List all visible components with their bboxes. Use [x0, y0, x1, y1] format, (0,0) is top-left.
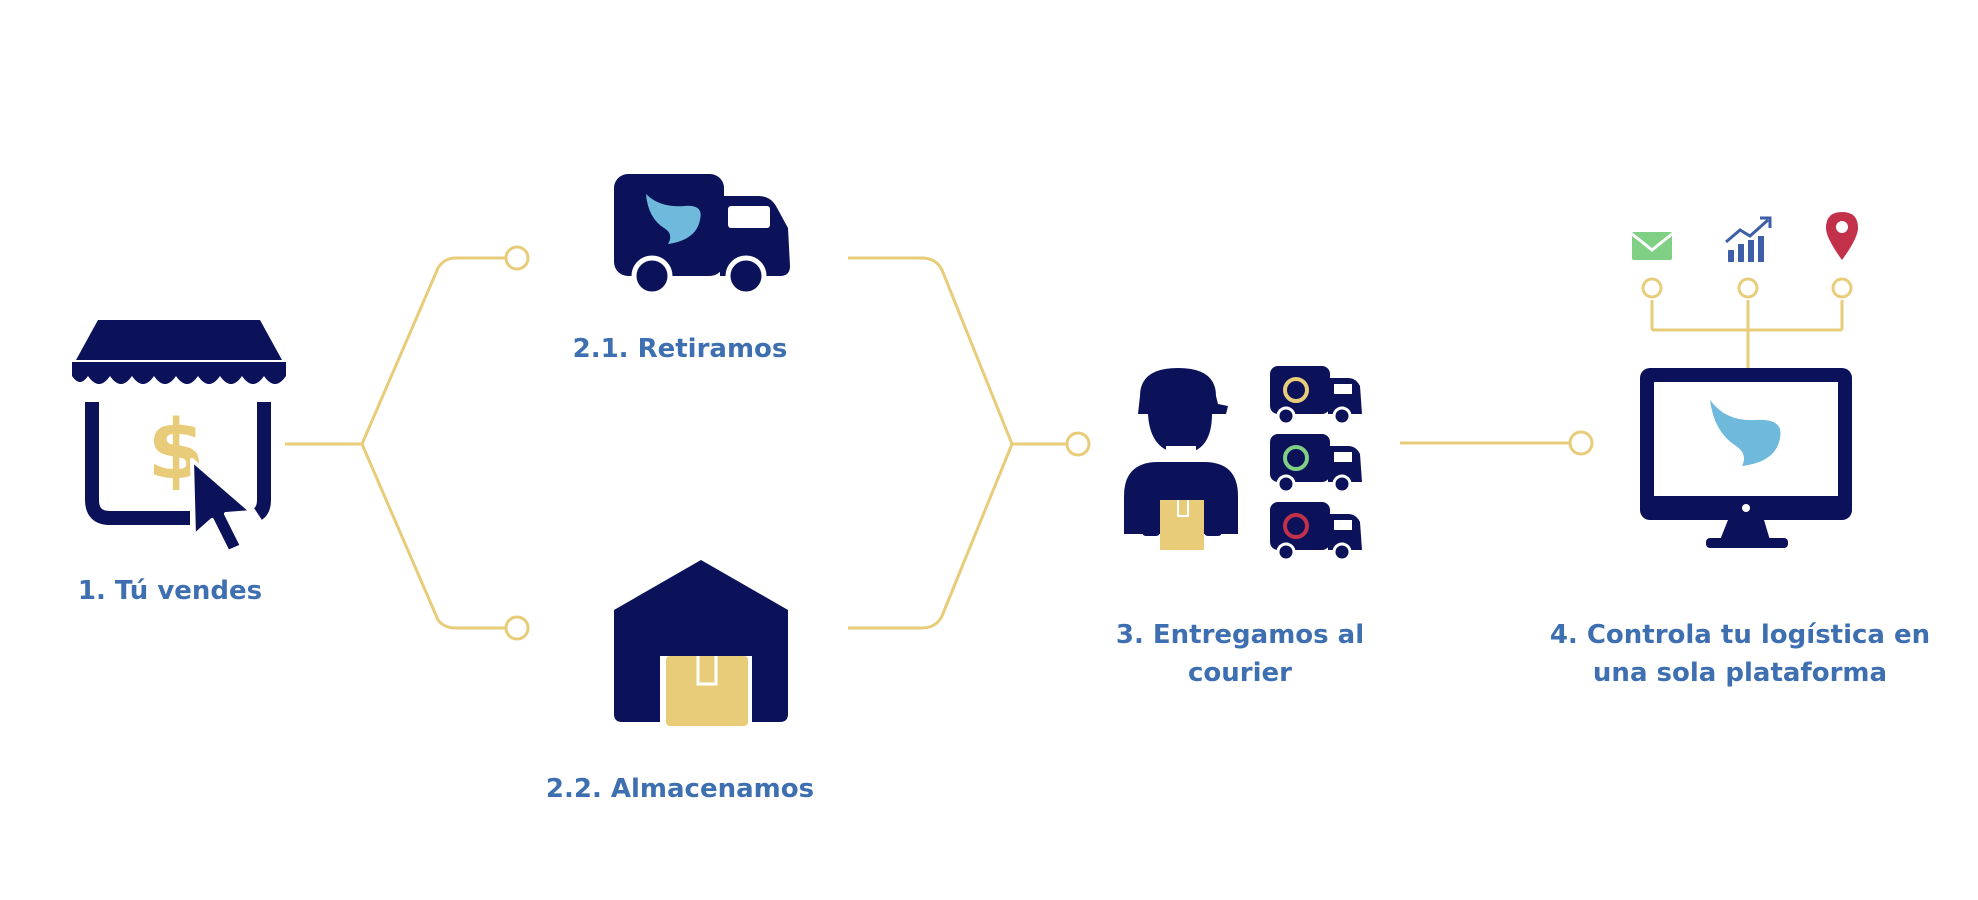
step4-label-line2: una sola plataforma — [1592, 658, 1888, 688]
courier-truck-yellow-icon — [1270, 366, 1362, 426]
courier-person-icon — [1124, 368, 1238, 550]
step2-1-label: 2.1. Retiramos — [540, 330, 820, 368]
node-pin — [1831, 277, 1853, 299]
connector-monitor-to-icons — [1650, 300, 1844, 398]
step3-label-line1: 3. Entregamos al — [1115, 620, 1365, 650]
node-truck — [504, 245, 530, 271]
connector-truck-to-merge — [848, 256, 1014, 445]
step4-label: 4. Controla tu logística en una sola pla… — [1530, 616, 1950, 692]
connector-split-up — [360, 256, 505, 445]
connector-split-down — [360, 443, 505, 630]
step3-label-line2: courier — [1188, 658, 1292, 688]
node-merge — [1065, 431, 1091, 457]
storefront-cursor-icon: $ — [72, 320, 286, 554]
location-pin-icon — [1826, 212, 1858, 260]
courier-trucks-icon — [1124, 366, 1362, 562]
node-mail — [1641, 277, 1663, 299]
connector-warehouse-to-merge — [848, 443, 1014, 630]
step4-label-line1: 4. Controla tu logística en — [1549, 620, 1931, 650]
node-platform — [1568, 430, 1594, 456]
warehouse-icon — [614, 560, 788, 726]
mail-icon — [1631, 232, 1673, 260]
step3-label: 3. Entregamos al courier — [1090, 616, 1390, 692]
step2-2-label: 2.2. Almacenamos — [520, 770, 840, 808]
delivery-truck-icon — [614, 174, 790, 297]
connector-nodes — [504, 245, 1853, 641]
step1-label: 1. Tú vendes — [40, 572, 300, 610]
connectors — [285, 256, 1844, 630]
wing-logo-icon — [1710, 400, 1781, 466]
chart-icon — [1725, 216, 1772, 262]
monitor-platform-icon — [1640, 368, 1852, 548]
step2-2-label-text: 2.2. Almacenamos — [545, 774, 815, 804]
node-warehouse — [504, 615, 530, 641]
step2-1-label-text: 2.1. Retiramos — [572, 334, 788, 364]
wing-icon — [646, 194, 701, 244]
step1-label-text: 1. Tú vendes — [77, 576, 263, 606]
courier-truck-red-icon — [1270, 502, 1362, 562]
courier-truck-green-icon — [1270, 434, 1362, 494]
node-chart — [1737, 277, 1759, 299]
